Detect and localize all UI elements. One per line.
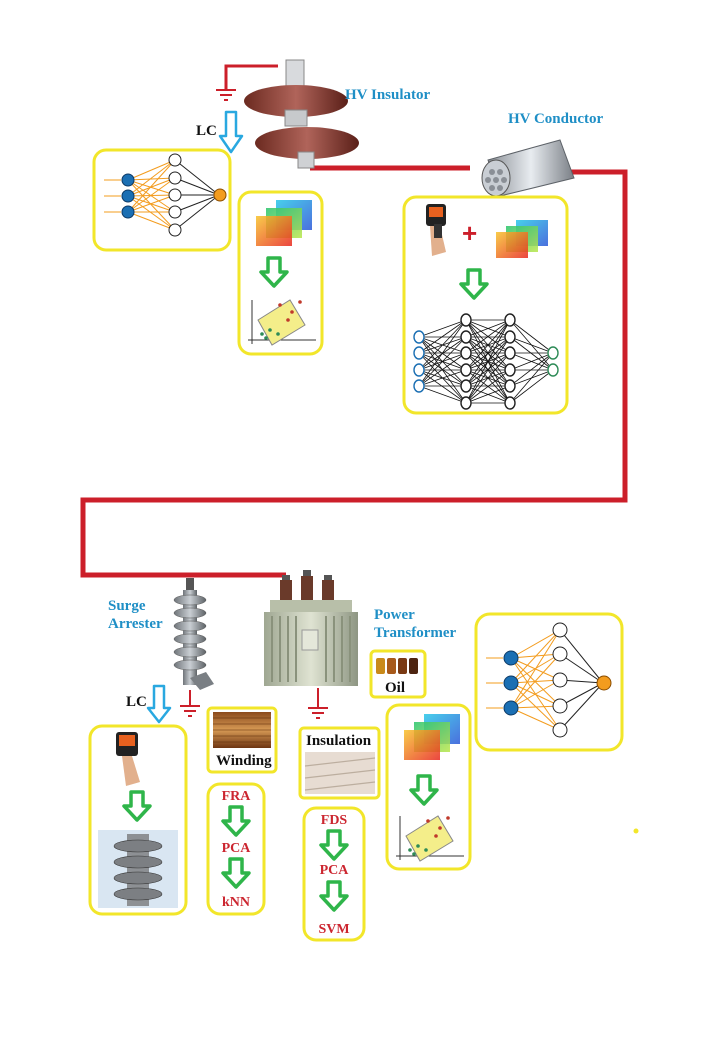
insulation-steps-box [302, 806, 366, 942]
nn-edge [465, 319, 511, 387]
neural-network-icon [486, 622, 612, 738]
lc-arrow-icon [218, 110, 244, 154]
nn-edge [418, 319, 467, 338]
nn-edge [465, 319, 511, 371]
nn-edge [418, 319, 467, 371]
nn-node [413, 363, 425, 377]
power-transformer-label-line1: Power [374, 607, 415, 623]
insulation-step-3: SVM [318, 922, 349, 937]
nn-node [413, 346, 425, 360]
nn-edge [418, 336, 467, 387]
nn-edge [509, 319, 554, 354]
nn-edge [418, 319, 467, 354]
nn-edge [418, 319, 467, 387]
hv-conductor-icon [481, 139, 575, 197]
oil-label: Oil [385, 680, 405, 696]
lc-label-top: LC [196, 123, 217, 139]
insulation-paper-icon [304, 752, 376, 794]
decorative-dot [633, 828, 639, 834]
surge-arrester-label-line2: Arrester [108, 616, 163, 632]
insulation-step-2: PCA [320, 863, 350, 878]
insulation-label: Insulation [306, 733, 372, 749]
nn-edge [418, 385, 467, 404]
nn-edge [418, 352, 467, 387]
oil-bottles-icon [376, 658, 418, 674]
nn-edge [509, 352, 554, 404]
nn-edge [509, 336, 554, 354]
nn-edge [465, 385, 511, 404]
nn-node [460, 379, 472, 393]
hv-conductor-label: HV Conductor [508, 111, 603, 127]
winding-step-2: PCA [222, 841, 252, 856]
winding-step-3: kNN [222, 895, 250, 910]
nn-node [547, 346, 559, 360]
lc-label-bottom: LC [126, 694, 147, 710]
winding-step-1: FRA [222, 789, 252, 804]
nn-node [460, 346, 472, 360]
winding-label: Winding [216, 753, 272, 769]
thermal-camera-icon [116, 732, 140, 786]
nn-node [547, 363, 559, 377]
image-stack-icon [404, 714, 460, 760]
nn-node [504, 363, 516, 377]
nn-edge [509, 369, 554, 404]
power-transformer-icon [264, 570, 358, 686]
nn-box-bottom-right [474, 612, 624, 752]
nn-edge [465, 319, 511, 404]
nn-node [504, 313, 516, 327]
nn-edge [465, 369, 511, 404]
power-line [80, 64, 628, 578]
winding-steps-box [206, 782, 266, 916]
nn-edge [465, 319, 511, 338]
nn-edge [509, 352, 554, 387]
hv-insulator-label: HV Insulator [345, 87, 431, 103]
nn-edge [509, 336, 554, 371]
winding-icon [213, 712, 271, 748]
nn-node [413, 379, 425, 393]
lc-arrow-icon [146, 684, 172, 724]
nn-node [460, 363, 472, 377]
nn-node [504, 396, 516, 410]
hv-insulator-icon [244, 59, 359, 169]
nn-node [460, 396, 472, 410]
surge-arrester-label-line1: Surge [108, 598, 146, 614]
nn-edge [509, 352, 554, 371]
nn-edge [465, 352, 511, 404]
neural-network-icon [413, 313, 559, 410]
surge-arrester-icon [173, 578, 214, 690]
thermal-camera-icon [426, 204, 446, 256]
nn-edge [465, 319, 511, 354]
nn-node [504, 346, 516, 360]
ground-icon [308, 688, 328, 719]
nn-node [460, 330, 472, 344]
insulation-step-1: FDS [321, 813, 348, 828]
nn-node [413, 330, 425, 344]
neural-network-icon [104, 153, 227, 237]
svm-plot-icon [396, 815, 464, 862]
ground-icon [180, 690, 200, 717]
nn-node [460, 313, 472, 327]
nn-node [504, 379, 516, 393]
nn-edge [418, 369, 467, 387]
arrester-fem-model-icon [98, 830, 178, 908]
nn-edge [465, 336, 511, 404]
plus-sign: + [462, 218, 477, 248]
ground-icon [216, 89, 236, 101]
power-transformer-label-line2: Transformer [374, 625, 457, 641]
nn-node [504, 330, 516, 344]
svm-plot-icon [248, 299, 316, 346]
image-stack-icon [256, 200, 312, 246]
image-stack-icon [496, 220, 548, 258]
